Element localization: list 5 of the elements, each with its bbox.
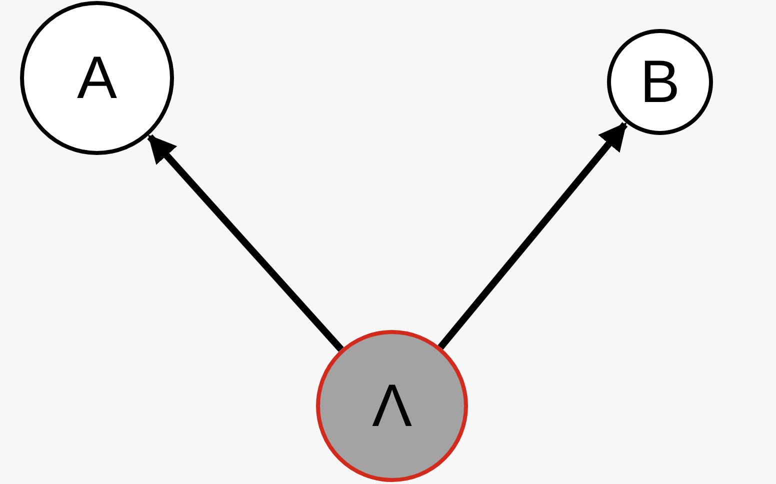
arrow	[147, 134, 344, 352]
node-label: A	[76, 48, 118, 108]
node-label: B	[640, 52, 680, 112]
node-label: Λ	[372, 376, 412, 436]
arrow	[438, 122, 628, 350]
